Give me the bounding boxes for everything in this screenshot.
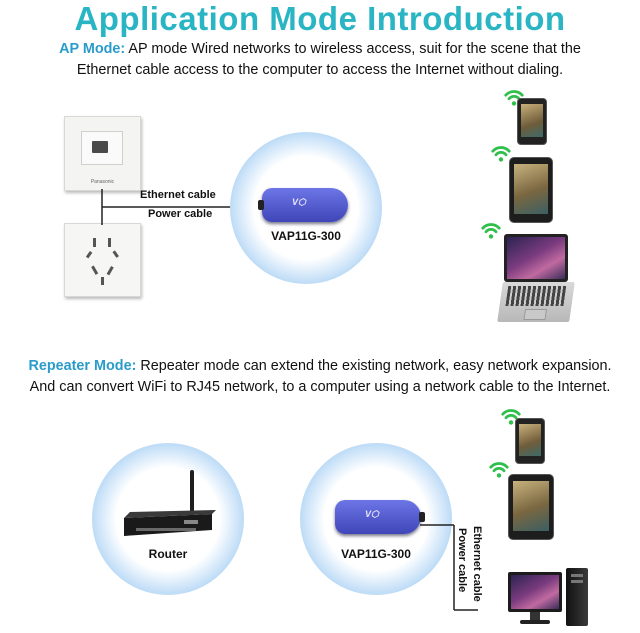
ap-mode-desc-line1: AP mode Wired networks to wireless acces… xyxy=(125,41,581,57)
rj45-port-icon xyxy=(92,141,108,153)
repeater-mode-desc-line1: Repeater mode can extend the existing ne… xyxy=(136,358,612,374)
wifi-icon xyxy=(491,146,511,162)
ethernet-wall-panel: Panasonic xyxy=(64,116,141,191)
router-label: Router xyxy=(148,547,188,561)
ap-ethernet-cable-label: Ethernet cable xyxy=(140,189,216,201)
repeater-ethernet-cable-label: Ethernet cable xyxy=(471,526,483,602)
laptop-icon xyxy=(497,234,575,324)
phone-icon xyxy=(517,98,547,145)
ap-mode-label: AP Mode: xyxy=(59,41,126,57)
repeater-device: V⬡ xyxy=(335,500,425,534)
device-logo: V⬡ xyxy=(365,509,379,519)
device-logo: V⬡ xyxy=(292,197,306,207)
repeater-mode-description: Repeater Mode: Repeater mode can extend … xyxy=(0,356,640,398)
repeater-mode-label: Repeater Mode: xyxy=(28,358,137,374)
desktop-icon xyxy=(508,568,588,628)
repeater-cables xyxy=(420,524,478,611)
repeater-power-cable-label: Power cable xyxy=(456,528,468,593)
ap-mode-description: AP Mode: AP mode Wired networks to wirel… xyxy=(0,39,640,81)
socket-holes-icon xyxy=(85,238,119,285)
tablet-icon xyxy=(508,474,554,540)
tablet-icon xyxy=(509,157,553,223)
ap-repeater-device: V⬡ xyxy=(258,188,348,222)
wifi-icon xyxy=(489,462,509,478)
wifi-icon xyxy=(481,223,501,239)
ap-power-cable-label: Power cable xyxy=(148,208,213,220)
router-icon xyxy=(124,470,216,536)
repeater-mode-desc-line2: And can convert WiFi to RJ45 network, to… xyxy=(29,379,611,395)
wifi-icon xyxy=(501,409,521,425)
phone-icon xyxy=(515,418,545,464)
ap-mode-desc-line2: Ethernet cable access to the computer to… xyxy=(76,62,564,78)
panel-brand: Panasonic xyxy=(90,179,115,185)
repeater-device-label: VAP11G-300 xyxy=(341,547,411,561)
page-title: Application Mode Introduction xyxy=(74,0,566,37)
ap-device-label: VAP11G-300 xyxy=(271,229,341,243)
power-wall-socket xyxy=(64,223,141,297)
